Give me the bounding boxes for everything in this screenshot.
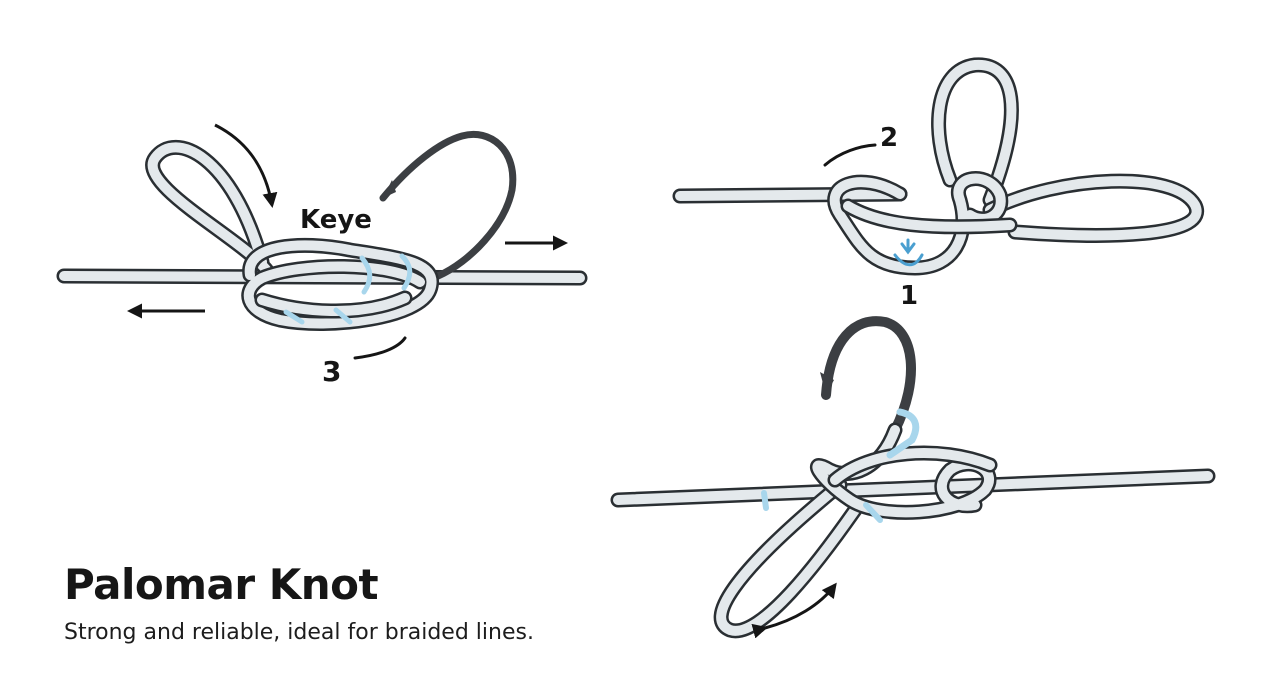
step1-2-panel: 2 1 (672, 57, 1205, 311)
eye-label: Keye (300, 205, 372, 235)
step2-number: 2 (880, 123, 898, 153)
curved-arrow-down (214, 123, 278, 208)
step3-number: 3 (322, 355, 341, 388)
step3-loop (145, 139, 276, 280)
step2-right-loop (982, 173, 1205, 243)
page-title: Palomar Knot (64, 560, 379, 609)
step3-main-line (56, 268, 588, 286)
step1-number: 1 (900, 281, 918, 311)
hook (820, 316, 916, 435)
hook-main-line (610, 468, 1216, 511)
step2-knot-body (827, 171, 1018, 276)
hook-panel (610, 316, 1216, 639)
hook-knot-body (810, 408, 998, 523)
step3-knot-body (241, 237, 439, 331)
step3-panel: Keye 3 (56, 123, 588, 388)
step3-arrows (127, 123, 568, 360)
double-arrow (751, 582, 837, 639)
step3-leader-arc (353, 336, 407, 360)
step2-leader-arc (823, 143, 877, 167)
step2-main-line (672, 186, 908, 204)
step2-upper-loop (931, 57, 1019, 208)
hook-lower-loop (713, 477, 863, 639)
page-subtitle: Strong and reliable, ideal for braided l… (64, 620, 534, 645)
step3-hook (379, 131, 517, 280)
